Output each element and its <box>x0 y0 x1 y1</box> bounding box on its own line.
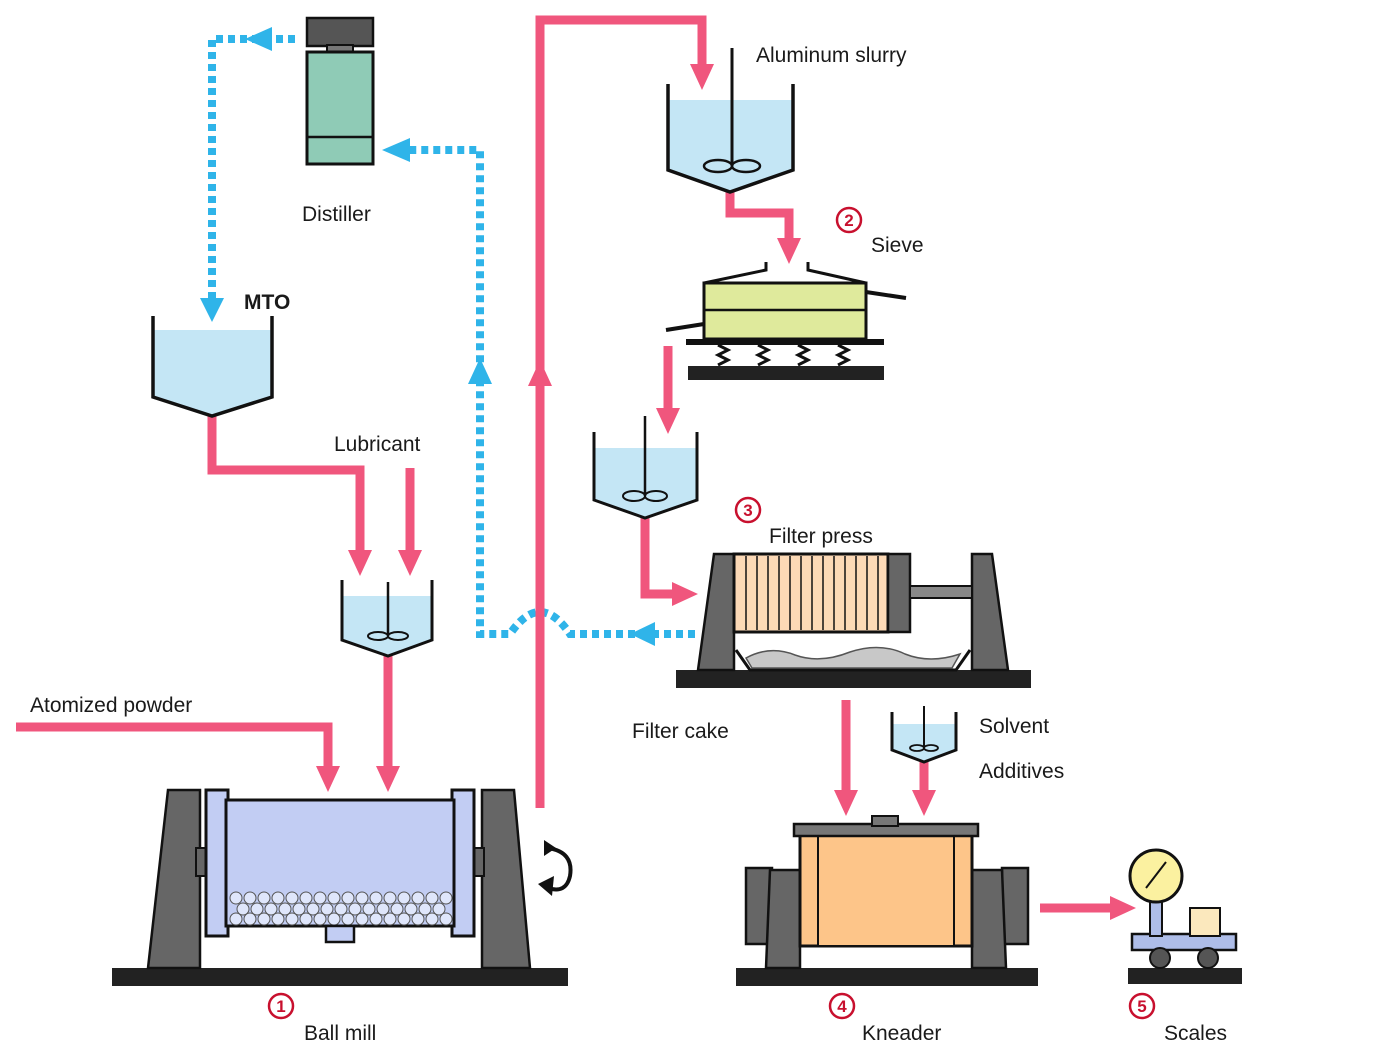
step-badge-kneader: 4 <box>828 992 856 1020</box>
kneader <box>736 815 1038 986</box>
aluminum-slurry-tank <box>666 48 795 194</box>
arrow-head-up-pink <box>528 360 552 386</box>
label-lubricant: Lubricant <box>334 433 421 456</box>
arrow-head-filterpress <box>672 582 698 606</box>
label-additives: Additives <box>979 760 1064 783</box>
arrow-head-slurry <box>690 64 714 90</box>
arrow-head-down <box>200 298 224 322</box>
rotation-icon <box>538 840 573 896</box>
arrow-head-kneader-1 <box>834 790 858 816</box>
label-atomized-powder: Atomized powder <box>30 694 192 717</box>
step-number-5: 5 <box>1137 997 1146 1016</box>
step-number-2: 2 <box>844 211 853 230</box>
arrow-head-ballmill-2 <box>376 766 400 792</box>
sieve <box>665 262 907 380</box>
label-filter-cake: Filter cake <box>632 720 729 743</box>
intermediate-tank <box>592 416 699 520</box>
label-sieve: Sieve <box>871 234 924 257</box>
tank-to-filterpress-line <box>640 518 672 599</box>
label-ball-mill: Ball mill <box>304 1022 376 1045</box>
label-kneader: Kneader <box>862 1022 941 1045</box>
step-number-4: 4 <box>837 997 847 1016</box>
arrow-head-tank <box>656 408 680 434</box>
arrow-head-left <box>245 27 272 51</box>
label-mto: MTO <box>244 291 290 314</box>
label-aluminum-slurry: Aluminum slurry <box>756 44 907 67</box>
mto-tank <box>151 316 274 418</box>
step-badge-scales: 5 <box>1128 992 1156 1020</box>
arrow-head-sieve <box>777 238 801 264</box>
scales <box>1128 848 1242 984</box>
distiller <box>305 16 375 166</box>
label-solvent: Solvent <box>979 715 1049 738</box>
arrow-head-mixer-1 <box>348 550 372 576</box>
label-distiller: Distiller <box>302 203 371 226</box>
solvent-recovery-lines <box>200 27 695 646</box>
arrow-head-left-3 <box>382 138 410 162</box>
filter-press-to-distiller-line <box>410 146 695 638</box>
step-number-1: 1 <box>276 997 285 1016</box>
solvent-tank <box>890 706 958 764</box>
ballmill-to-slurry-line <box>535 15 707 808</box>
step-badge-filter-press: 3 <box>734 496 762 524</box>
arrow-head-mixer-2 <box>398 550 422 576</box>
atomized-powder-line <box>16 722 333 768</box>
arrow-head-ballmill-1 <box>316 766 340 792</box>
label-scales: Scales <box>1164 1022 1227 1045</box>
label-filter-press: Filter press <box>769 525 873 548</box>
arrow-head-left-2 <box>630 622 655 646</box>
slurry-to-sieve-line <box>725 192 794 240</box>
step-number-3: 3 <box>743 501 752 520</box>
step-badge-ball-mill: 1 <box>267 992 295 1020</box>
ball-mill <box>112 788 568 986</box>
lubricant-mixer-tank <box>340 580 434 658</box>
arrow-head-kneader-2 <box>912 790 936 816</box>
mto-to-mixer-line <box>207 415 365 552</box>
step-badge-sieve: 2 <box>835 206 863 234</box>
distiller-to-mto-line <box>208 35 295 300</box>
arrow-head-up <box>468 358 492 384</box>
material-flow-lines <box>16 15 1136 920</box>
arrow-head-scales <box>1110 896 1136 920</box>
filter-press <box>676 552 1031 688</box>
